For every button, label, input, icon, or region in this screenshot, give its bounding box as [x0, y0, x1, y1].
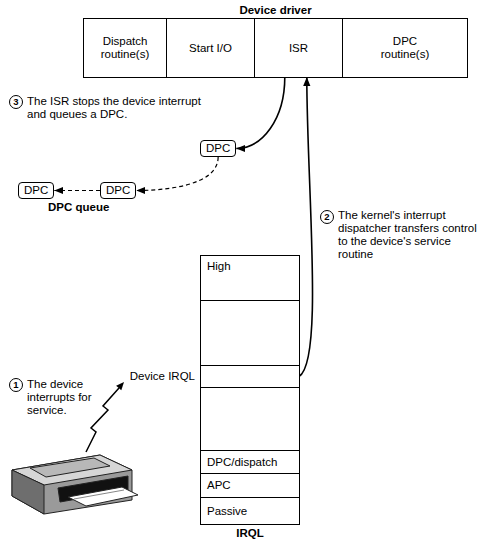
routine-cell: Dispatch routine(s) — [84, 19, 166, 77]
queue-label: DPC queue — [48, 201, 109, 214]
node-label: Dispatch routine(s) — [94, 35, 156, 61]
queue-link — [136, 157, 218, 191]
callout-text: The device interrupts for service. — [27, 378, 109, 417]
routine-cell: ISR — [254, 19, 342, 77]
node-label: DPC — [206, 142, 230, 154]
node-label: ISR — [289, 42, 308, 55]
driver-box: Device driverDispatch routine(s)Start I/… — [83, 18, 468, 78]
irql-level: Passive — [201, 498, 299, 524]
routine-cell: DPC routine(s) — [342, 19, 467, 77]
routine-cell: Start I/O — [166, 19, 254, 77]
node-label: APC — [207, 479, 231, 492]
node-label: DPC — [24, 184, 48, 196]
callout-number: 3 — [9, 95, 23, 109]
callout-number: 1 — [9, 378, 23, 392]
callout-text: The ISR stops the device interrupt and q… — [27, 95, 217, 121]
node-label: High — [207, 260, 231, 273]
dpc-object: DPC — [18, 182, 54, 199]
dpc-object: DPC — [200, 140, 236, 157]
flow-arrow — [299, 77, 313, 377]
queue-link — [54, 190, 100, 191]
node-label: DPC/dispatch — [207, 456, 277, 469]
node-label: DPC routine(s) — [375, 35, 435, 61]
irql-level: High — [201, 256, 299, 301]
irql-level: APC — [201, 474, 299, 498]
printer-illustration — [12, 455, 138, 514]
callout-number: 2 — [320, 210, 334, 224]
irql-level: Device IRQL — [201, 365, 299, 388]
irql-level: DPC/dispatch — [201, 450, 299, 474]
node-heading: IRQL — [201, 527, 299, 540]
node-heading: Device IRQL — [130, 370, 195, 383]
dpc-object: DPC — [100, 182, 136, 199]
node-heading: Device driver — [84, 4, 467, 17]
irql-column: IRQLHighDevice IRQLDPC/dispatchAPCPassiv… — [200, 255, 300, 525]
flow-arrow — [236, 77, 285, 149]
node-label: DPC — [106, 184, 130, 196]
interrupt-bolt — [86, 382, 124, 452]
node-label: Start I/O — [189, 42, 232, 55]
callout-text: The kernel's interrupt dispatcher transf… — [338, 209, 478, 261]
node-label: Passive — [207, 505, 247, 518]
